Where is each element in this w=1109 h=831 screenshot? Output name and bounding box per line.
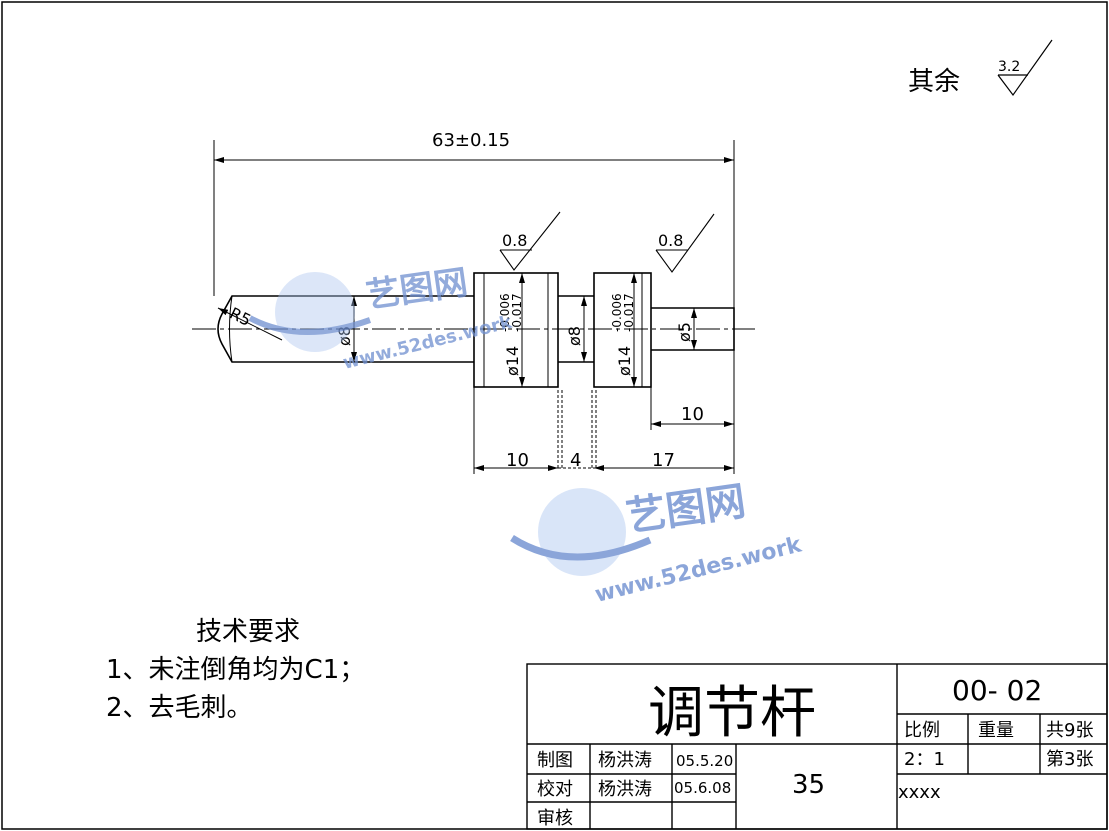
tech-req-item-1: 1、未注倒角均为C1； [106,655,365,685]
sheets-total: 共9张 [1046,720,1093,741]
dim-right-end: ø5 [675,322,694,342]
part-outline [217,272,735,388]
roughness-right-value: 0.8 [658,231,683,250]
tech-req-item-2: 2、去毛刺。 [106,693,253,723]
checked-date: 05.6.08 [674,779,731,797]
dim-overall-length-text: 63±0.15 [432,130,510,151]
dim-right-part-length: 17 [652,450,675,471]
dim-left-collar-length: 10 [506,450,529,471]
organization: xxxx [898,782,941,803]
sheet-number: 第3张 [1046,749,1093,770]
checked-by: 杨洪涛 [598,779,652,800]
roughness-right-symbol [655,213,715,273]
dim-left-collar-tol-upper: -0.006 [498,293,512,332]
roughness-left-value: 0.8 [502,231,527,250]
roughness-note-label: 其余 [908,67,960,97]
roughness-left-symbol [499,211,561,271]
scale-value: 2：1 [904,749,945,770]
watermark-top-brand: 艺图网 [364,263,471,317]
dim-right-collar-tol-lower: -0.017 [622,293,636,332]
watermark-bottom: 艺图网 www.52des.work [510,478,805,608]
dim-right-end-length: 10 [681,404,704,425]
radius-leader [217,307,283,341]
material-code: 35 [792,770,825,800]
title-block-grid [526,663,1108,830]
dim-overall-length [213,140,735,308]
drawn-label: 制图 [537,750,573,771]
scale-label: 比例 [904,720,940,741]
drawn-by: 杨洪涛 [598,750,652,771]
dim-right-collar-tol-upper: -0.006 [610,293,624,332]
drawn-date: 05.5.20 [676,752,733,770]
dim-gap-length: 4 [570,450,581,471]
dim-right-collar: ø14 [615,346,634,376]
part-name: 调节杆 [648,681,816,746]
watermark-bottom-brand: 艺图网 [623,478,748,540]
dim-left-collar-tol-lower: -0.017 [510,293,524,332]
length-dimension-lines [473,350,735,474]
tech-req-title: 技术要求 [196,617,300,647]
roughness-note-value: 3.2 [998,59,1020,75]
approved-label: 审核 [537,808,573,829]
drawing-number: 00- 02 [952,674,1042,707]
checked-label: 校对 [537,779,573,800]
dim-middle: ø8 [565,326,584,346]
dim-left-collar: ø14 [503,346,522,376]
weight-label: 重量 [978,720,1014,741]
watermark-top: 艺图网 www.52des.work [248,263,515,374]
general-roughness-note: 其余 3.2 [908,39,1053,97]
